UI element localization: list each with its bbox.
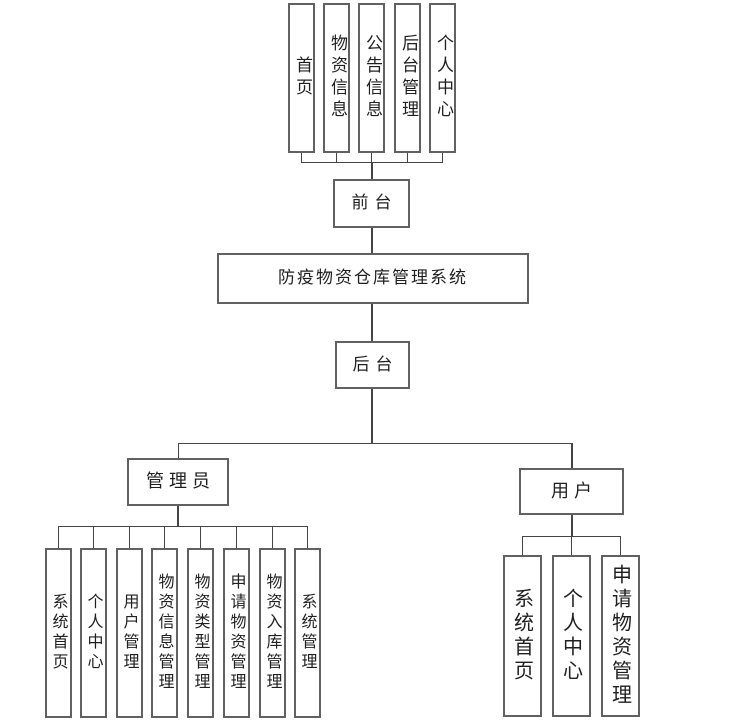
node-frontend: 前台 bbox=[333, 179, 410, 228]
connector-line bbox=[200, 526, 201, 548]
connector-line bbox=[177, 506, 179, 527]
node-label: 用户 bbox=[551, 480, 597, 502]
node-admin-material-request-management: 申请物资管理 bbox=[223, 548, 250, 718]
node-label: 管理员 bbox=[146, 471, 215, 492]
node-label: 后台 bbox=[352, 354, 399, 375]
connector-line bbox=[178, 443, 572, 444]
node-label: 物资入库管理 bbox=[263, 573, 283, 693]
connector-line bbox=[58, 526, 59, 548]
node-admin-user-management: 用户管理 bbox=[116, 548, 143, 718]
connector-line bbox=[371, 228, 373, 253]
node-admin-material-info-management: 物资信息管理 bbox=[151, 548, 178, 718]
connector-line bbox=[522, 536, 523, 555]
node-label: 系统管理 bbox=[298, 593, 318, 673]
connector-line bbox=[371, 304, 373, 341]
node-label: 用户管理 bbox=[120, 593, 140, 673]
connector-line bbox=[571, 536, 572, 555]
node-label: 首页 bbox=[292, 56, 312, 100]
connector-line bbox=[371, 153, 372, 162]
node-user-system-home: 系统首页 bbox=[503, 555, 542, 717]
connector-line bbox=[620, 536, 621, 555]
node-backend: 后台 bbox=[335, 341, 410, 389]
connector-line bbox=[93, 526, 94, 548]
node-label: 系统首页 bbox=[49, 593, 69, 673]
node-system-root: 防疫物资仓库管理系统 bbox=[217, 253, 529, 304]
node-label: 个人中心 bbox=[84, 593, 104, 673]
node-admin-material-type-management: 物资类型管理 bbox=[187, 548, 214, 718]
connector-line bbox=[58, 526, 308, 527]
connector-line bbox=[129, 526, 130, 548]
node-admin-system-management: 系统管理 bbox=[294, 548, 321, 718]
node-front-personal-center: 个人中心 bbox=[429, 3, 456, 153]
node-admin-personal-center: 个人中心 bbox=[80, 548, 107, 718]
connector-line bbox=[307, 526, 308, 548]
connector-line bbox=[336, 153, 337, 162]
connector-line bbox=[272, 526, 273, 548]
node-user-personal-center: 个人中心 bbox=[552, 555, 591, 717]
node-user-material-request-management: 申请物资管理 bbox=[601, 555, 640, 717]
connector-line bbox=[164, 526, 165, 548]
node-label: 物资信息管理 bbox=[155, 573, 175, 693]
connector-line bbox=[571, 443, 573, 468]
node-front-backend-management: 后台管理 bbox=[394, 3, 421, 153]
node-label: 个人中心 bbox=[433, 34, 453, 122]
node-front-material-info: 物资信息 bbox=[323, 3, 350, 153]
node-admin-system-home: 系统首页 bbox=[45, 548, 72, 718]
node-label: 防疫物资仓库管理系统 bbox=[278, 268, 468, 288]
node-label: 物资类型管理 bbox=[191, 573, 211, 693]
node-label: 公告信息 bbox=[362, 34, 382, 122]
node-admin-material-inbound-management: 物资入库管理 bbox=[259, 548, 286, 718]
node-label: 物资信息 bbox=[327, 34, 347, 122]
node-front-home: 首页 bbox=[288, 3, 315, 153]
connector-line bbox=[571, 515, 573, 536]
node-label: 系统首页 bbox=[510, 588, 535, 684]
node-front-announcement-info: 公告信息 bbox=[358, 3, 385, 153]
connector-line bbox=[442, 153, 443, 162]
connector-line bbox=[301, 153, 302, 162]
node-admin: 管理员 bbox=[127, 458, 229, 506]
node-label: 后台管理 bbox=[398, 34, 418, 122]
node-label: 申请物资管理 bbox=[608, 564, 633, 708]
node-label: 个人中心 bbox=[559, 588, 584, 684]
node-user: 用户 bbox=[519, 468, 624, 515]
connector-line bbox=[178, 443, 179, 458]
connector-line bbox=[407, 153, 408, 162]
connector-line bbox=[236, 526, 237, 548]
node-label: 申请物资管理 bbox=[227, 573, 247, 693]
connector-line bbox=[371, 389, 373, 444]
connector-line bbox=[371, 162, 373, 179]
node-label: 前台 bbox=[351, 193, 398, 213]
